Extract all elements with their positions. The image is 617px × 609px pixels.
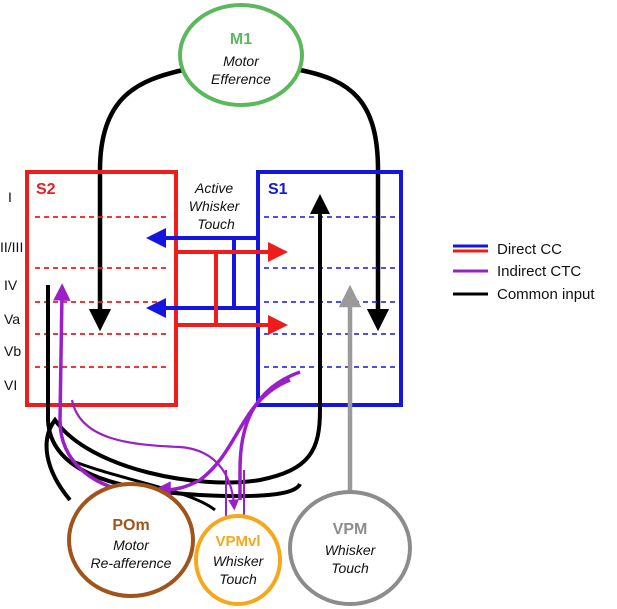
vpmvl-sub-1: Whisker <box>213 553 265 569</box>
legend-label-common-input: Common input <box>497 286 595 303</box>
s1-title: S1 <box>268 181 288 198</box>
direct-cc-red-arrows <box>176 242 288 335</box>
layer-label-i: I <box>8 189 12 205</box>
m1-sub-2: Efference <box>211 71 271 87</box>
layer-label-ii-iii: II/III <box>0 239 23 255</box>
layer-label-iv: IV <box>4 277 18 293</box>
layer-label-vb: Vb <box>4 343 21 359</box>
legend-item-direct-cc: Direct CC <box>453 241 562 258</box>
pom-sub-2: Re-afference <box>91 555 172 571</box>
vpmvl-ctc-lines <box>225 470 245 522</box>
s1-to-pom-arrow <box>153 378 291 499</box>
m1-to-s1-arrow <box>299 67 390 332</box>
s1-box <box>256 170 403 407</box>
m1-title: M1 <box>230 31 252 48</box>
vpm-sub-2: Touch <box>331 560 369 576</box>
vpmvl-node: VPMvl Whisker Touch <box>194 514 282 606</box>
pom-title: POm <box>112 517 149 534</box>
vpm-node: VPM Whisker Touch <box>288 490 412 606</box>
s2-title: S2 <box>36 181 56 198</box>
pom-to-s1-common-arrow <box>44 194 330 502</box>
m1-to-s2-arrow <box>88 67 184 332</box>
legend: Direct CC Indirect CTC Common input <box>453 241 595 303</box>
m1-sub-1: Motor <box>223 53 260 69</box>
vpm-title: VPM <box>333 521 368 538</box>
s2-box <box>25 170 178 407</box>
pom-node: POm Motor Re-afference <box>67 482 195 598</box>
vpmvl-title: VPMvl <box>215 533 260 550</box>
pom-sub-1: Motor <box>113 537 150 553</box>
active-whisker-touch-label: Active Whisker Touch <box>189 180 243 232</box>
m1-node: M1 Motor Efference <box>178 3 304 107</box>
legend-item-indirect-ctc: Indirect CTC <box>453 263 581 280</box>
vpmvl-sub-2: Touch <box>219 571 257 587</box>
direct-cc-blue-arrows <box>146 228 258 318</box>
legend-label-indirect-ctc: Indirect CTC <box>497 263 581 280</box>
layer-label-vi: VI <box>4 377 17 393</box>
legend-label-direct-cc: Direct CC <box>497 241 562 258</box>
vpm-sub-1: Whisker <box>325 542 377 558</box>
s2-to-vpmvl-indirect <box>70 399 240 511</box>
legend-item-common-input: Common input <box>453 286 595 303</box>
layer-label-va: Va <box>4 311 20 327</box>
s1-to-pom-indirect <box>238 370 301 500</box>
